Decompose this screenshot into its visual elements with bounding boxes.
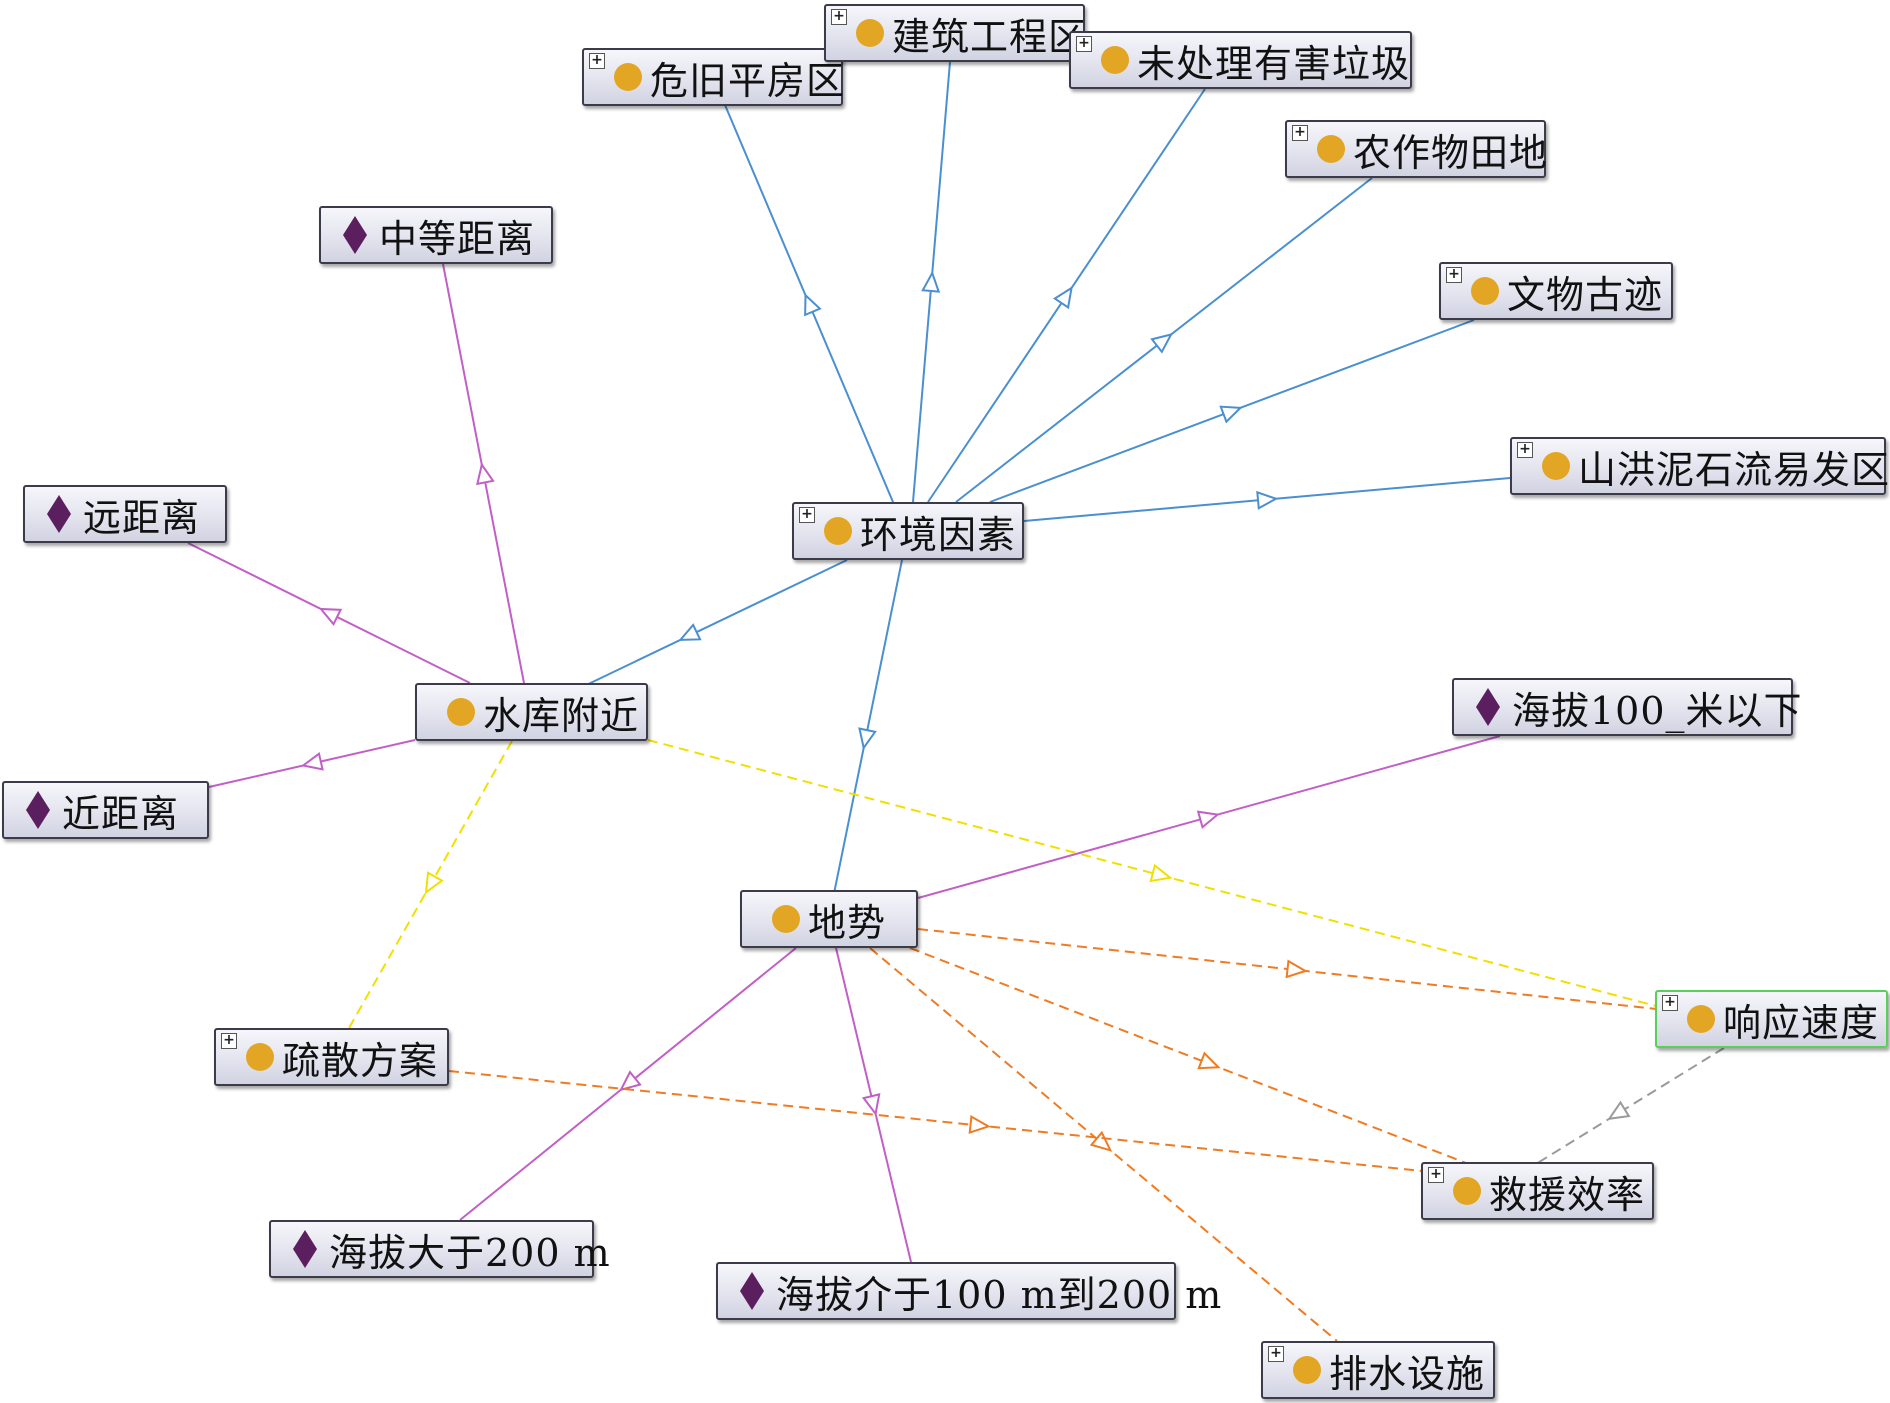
node-haiba200[interactable]: 海拔大于200 m [269,1220,610,1278]
edge-arrow-icon [318,607,343,626]
edge-arrow-icon [861,1093,881,1117]
node-label: 未处理有害垃圾 [1137,41,1411,86]
node-weijiu[interactable]: + 危旧平房区 [582,48,846,106]
node-dishi[interactable]: 地势 [740,890,918,948]
expand-icon[interactable]: + [1292,125,1308,141]
node-label: 环境因素 [860,512,1017,557]
class-dot-icon [1453,1177,1481,1205]
node-label: 海拔介于100 m到200 m [776,1272,1223,1317]
class-dot-icon [1317,135,1345,163]
node-label: 文物古迹 [1507,272,1664,317]
edge-arrow-icon [1150,332,1174,354]
individual-diamond-icon [1476,688,1500,726]
individual-diamond-icon [293,1230,317,1268]
node-label: 排水设施 [1329,1351,1486,1396]
node-jinjuli[interactable]: 近距离 [2,781,209,839]
node-label: 中等距离 [379,216,536,261]
expand-icon[interactable]: + [1446,267,1462,283]
node-label: 危旧平房区 [650,58,846,103]
class-dot-icon [1542,452,1570,480]
class-dot-icon [1471,277,1499,305]
expand-icon[interactable]: + [1662,995,1678,1011]
node-label: 海拔100_米以下 [1512,688,1803,733]
node-wenwu[interactable]: + 文物古迹 [1439,262,1673,320]
edge-arrow-icon [1089,1130,1113,1152]
expand-icon[interactable]: + [799,507,815,523]
edge-arrow-icon [300,751,324,771]
node-label: 建筑工程区 [892,14,1088,59]
node-nongzuowu[interactable]: + 农作物田地 [1285,120,1549,178]
node-jiuyuan[interactable]: + 救援效率 [1421,1162,1654,1220]
node-label: 农作物田地 [1353,130,1549,175]
node-xiangying[interactable]: + 响应速度 [1655,990,1888,1048]
node-haiba100[interactable]: 海拔100_米以下 [1452,678,1802,736]
edge-arrow-icon [1285,959,1308,979]
class-dot-icon [246,1043,274,1071]
node-haiba100_200[interactable]: 海拔介于100 m到200 m [716,1262,1221,1320]
edge-arrow-icon [1197,1051,1221,1070]
expand-icon[interactable]: + [221,1033,237,1049]
node-shusan[interactable]: + 疏散方案 [214,1028,449,1086]
node-shuiku[interactable]: 水库附近 [415,683,648,741]
edge-arrow-icon [968,1114,991,1134]
edge-arrow-icon [1149,863,1173,883]
node-zhongdeng[interactable]: 中等距离 [319,206,553,264]
edge-arrow-icon [619,1070,642,1092]
class-dot-icon [1101,46,1129,74]
node-label: 响应速度 [1723,1000,1880,1045]
node-weichuli[interactable]: + 未处理有害垃圾 [1069,31,1412,89]
node-huanjing[interactable]: + 环境因素 [792,502,1024,560]
class-dot-icon [447,698,475,726]
node-label: 疏散方案 [282,1038,439,1083]
edge-xiangying-jiuyuan [1509,1047,1725,1181]
class-dot-icon [824,517,852,545]
edge-arrow-icon [1219,405,1243,424]
node-label: 海拔大于200 m [329,1230,611,1275]
class-dot-icon [614,63,642,91]
node-label: 水库附近 [483,693,640,738]
edge-arrow-icon [424,871,444,895]
class-dot-icon [856,19,884,47]
individual-diamond-icon [740,1272,764,1310]
node-label: 山洪泥石流易发区 [1578,447,1890,492]
individual-diamond-icon [343,216,367,254]
individual-diamond-icon [47,495,71,533]
node-paishui[interactable]: + 排水设施 [1261,1341,1495,1399]
node-jianzhu[interactable]: + 建筑工程区 [824,4,1088,62]
class-dot-icon [772,905,800,933]
node-label: 近距离 [62,791,180,836]
edge-arrow-icon [921,270,941,293]
edge-arrow-icon [678,623,702,641]
class-dot-icon [1293,1356,1321,1384]
node-yuanjuli[interactable]: 远距离 [23,485,227,543]
edge-arrow-icon [1053,285,1073,310]
expand-icon[interactable]: + [1428,1167,1444,1183]
expand-icon[interactable]: + [1517,442,1533,458]
node-label: 地势 [808,900,887,945]
edge-arrow-icon [804,292,822,317]
node-label: 救援效率 [1489,1172,1646,1217]
edge-arrow-icon [858,727,877,751]
node-shanhong[interactable]: + 山洪泥石流易发区 [1510,437,1889,495]
edge-arrow-icon [1607,1100,1631,1121]
edge-arrow-icon [1256,490,1279,510]
expand-icon[interactable]: + [831,9,847,25]
expand-icon[interactable]: + [1268,1346,1284,1362]
node-label: 远距离 [83,495,201,540]
individual-diamond-icon [26,791,50,829]
expand-icon[interactable]: + [589,53,605,69]
edge-arrow-icon [476,462,495,486]
expand-icon[interactable]: + [1076,36,1092,52]
edge-arrow-icon [1196,810,1221,829]
class-dot-icon [1687,1005,1715,1033]
